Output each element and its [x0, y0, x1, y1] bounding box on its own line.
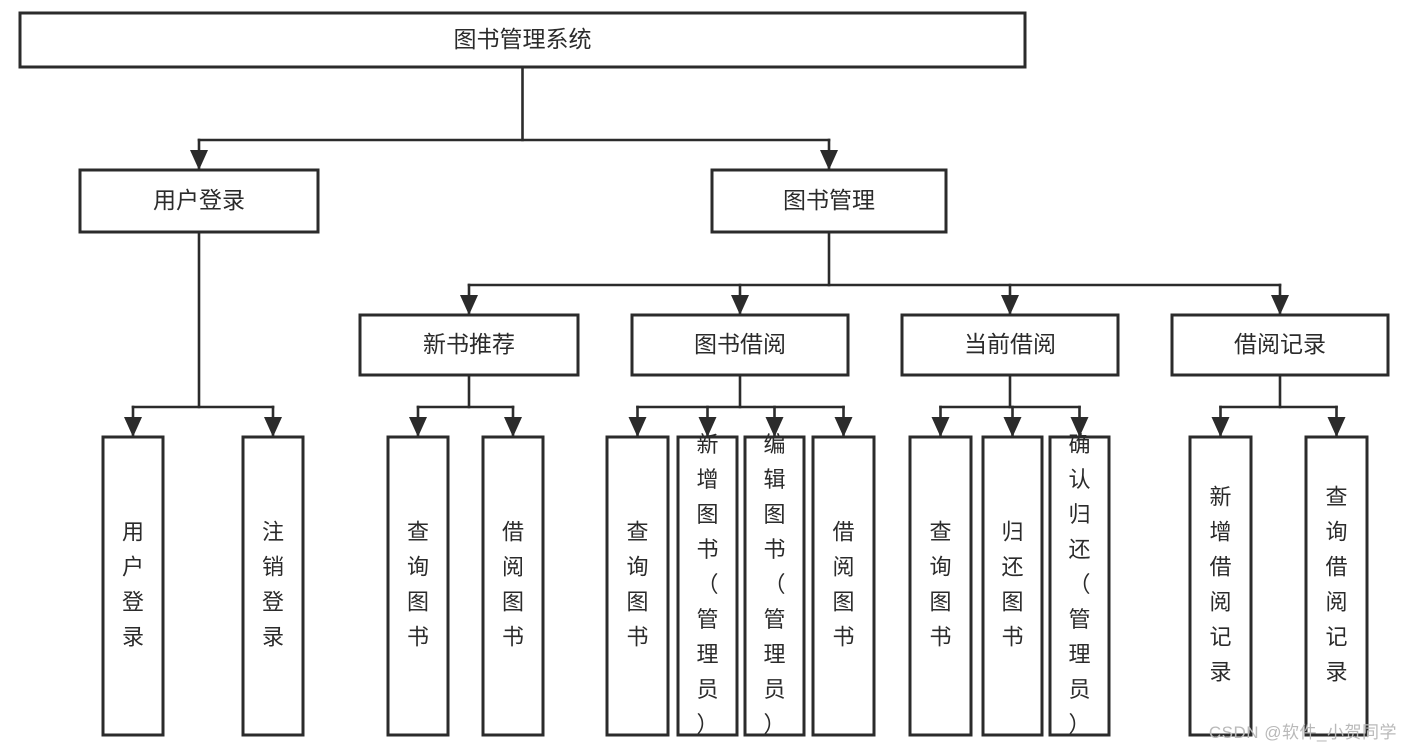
node-label-current: 当前借阅 — [964, 331, 1056, 357]
watermark-text: CSDN @软件_小贺同学 — [1208, 723, 1397, 742]
node-label-records: 借阅记录 — [1234, 331, 1326, 357]
node-label-leaf-add-book: 新增图书（管理员） — [696, 432, 718, 737]
node-leaf-confirm-return[interactable]: 确认归还（管理员） — [1048, 432, 1111, 737]
node-leaf-return-book[interactable]: 归还图书 — [981, 435, 1044, 737]
node-box-leaf-logout — [241, 435, 305, 737]
node-box-leaf-query-book-1 — [386, 435, 450, 737]
edge-group-newbook — [409, 373, 522, 439]
node-label-bookmgmt: 图书管理 — [783, 187, 875, 213]
node-leaf-query-book-1[interactable]: 查询图书 — [386, 435, 450, 737]
arrow-head-icon — [124, 417, 142, 437]
node-box-leaf-borrow-book-1 — [481, 435, 545, 737]
node-label-leaf-query-record: 查询借阅记录 — [1325, 484, 1347, 684]
arrow-head-icon — [1327, 417, 1346, 437]
edge-group-root — [190, 65, 838, 172]
node-login[interactable]: 用户登录 — [78, 168, 320, 234]
node-box-leaf-add-record — [1188, 435, 1253, 737]
node-leaf-query-record[interactable]: 查询借阅记录 — [1304, 435, 1369, 737]
node-box-leaf-query-book-2 — [605, 435, 670, 737]
node-leaf-logout[interactable]: 注销登录 — [241, 435, 305, 737]
edge-group-bookmgmt — [460, 230, 1289, 317]
node-label-leaf-query-book-2: 查询图书 — [626, 519, 648, 649]
node-box-leaf-return-book — [981, 435, 1044, 737]
node-label-root: 图书管理系统 — [454, 26, 592, 52]
arrow-head-icon — [731, 295, 749, 315]
arrow-head-icon — [1271, 295, 1289, 315]
node-label-leaf-user-login: 用户登录 — [122, 519, 144, 649]
node-box-leaf-edit-book — [743, 435, 806, 737]
node-leaf-add-book[interactable]: 新增图书（管理员） — [676, 432, 739, 737]
node-box-bookmgmt — [710, 168, 948, 234]
arrow-head-icon — [1070, 417, 1089, 437]
node-label-leaf-add-record: 新增借阅记录 — [1209, 484, 1231, 684]
node-leaf-borrow-book-1[interactable]: 借阅图书 — [481, 435, 545, 737]
arrow-head-icon — [264, 417, 282, 437]
node-label-newbook: 新书推荐 — [423, 331, 515, 357]
node-records[interactable]: 借阅记录 — [1170, 313, 1390, 377]
node-box-leaf-borrow-book-2 — [811, 435, 876, 737]
arrow-head-icon — [190, 150, 208, 170]
arrow-head-icon — [820, 150, 838, 170]
arrow-head-icon — [765, 417, 784, 437]
edge-group-borrow — [628, 373, 853, 439]
node-label-leaf-borrow-book-1: 借阅图书 — [502, 519, 524, 649]
edge-group-records — [1211, 373, 1346, 439]
arrow-head-icon — [409, 417, 427, 437]
node-box-leaf-add-book — [676, 435, 739, 737]
node-leaf-edit-book[interactable]: 编辑图书（管理员） — [743, 432, 806, 737]
edge-group-current — [931, 373, 1089, 439]
arrow-head-icon — [628, 417, 647, 437]
node-newbook[interactable]: 新书推荐 — [358, 313, 580, 377]
node-borrow[interactable]: 图书借阅 — [630, 313, 850, 377]
node-box-leaf-query-book-3 — [908, 435, 973, 737]
node-box-leaf-confirm-return — [1048, 435, 1111, 737]
arrow-head-icon — [504, 417, 522, 437]
edge-group-login — [124, 230, 282, 439]
node-root[interactable]: 图书管理系统 — [18, 11, 1027, 69]
arrow-head-icon — [834, 417, 853, 437]
arrow-head-icon — [1211, 417, 1230, 437]
node-box-login — [78, 168, 320, 234]
node-box-records — [1170, 313, 1390, 377]
node-label-borrow: 图书借阅 — [694, 331, 786, 357]
node-label-leaf-confirm-return: 确认归还（管理员） — [1068, 432, 1090, 737]
node-bookmgmt[interactable]: 图书管理 — [710, 168, 948, 234]
node-leaf-user-login[interactable]: 用户登录 — [101, 435, 165, 737]
node-label-leaf-query-book-3: 查询图书 — [929, 519, 951, 649]
node-box-leaf-query-record — [1304, 435, 1369, 737]
node-layer: 图书管理系统用户登录图书管理新书推荐图书借阅当前借阅借阅记录用户登录注销登录查询… — [18, 11, 1390, 737]
arrow-head-icon — [931, 417, 950, 437]
arrow-head-icon — [1003, 417, 1022, 437]
node-box-root — [18, 11, 1027, 69]
node-current[interactable]: 当前借阅 — [900, 313, 1120, 377]
node-box-newbook — [358, 313, 580, 377]
connector-layer — [124, 65, 1346, 439]
node-box-leaf-user-login — [101, 435, 165, 737]
node-label-leaf-borrow-book-2: 借阅图书 — [832, 519, 854, 649]
node-leaf-add-record[interactable]: 新增借阅记录 — [1188, 435, 1253, 737]
node-leaf-query-book-2[interactable]: 查询图书 — [605, 435, 670, 737]
arrow-head-icon — [698, 417, 717, 437]
node-label-leaf-logout: 注销登录 — [262, 519, 284, 649]
arrow-head-icon — [1001, 295, 1019, 315]
node-leaf-query-book-3[interactable]: 查询图书 — [908, 435, 973, 737]
arrow-head-icon — [460, 295, 478, 315]
node-box-borrow — [630, 313, 850, 377]
node-leaf-borrow-book-2[interactable]: 借阅图书 — [811, 435, 876, 737]
node-label-leaf-query-book-1: 查询图书 — [407, 519, 429, 649]
node-label-login: 用户登录 — [153, 187, 245, 213]
node-label-leaf-return-book: 归还图书 — [1001, 519, 1023, 649]
node-label-leaf-edit-book: 编辑图书（管理员） — [763, 432, 785, 737]
node-box-current — [900, 313, 1120, 377]
